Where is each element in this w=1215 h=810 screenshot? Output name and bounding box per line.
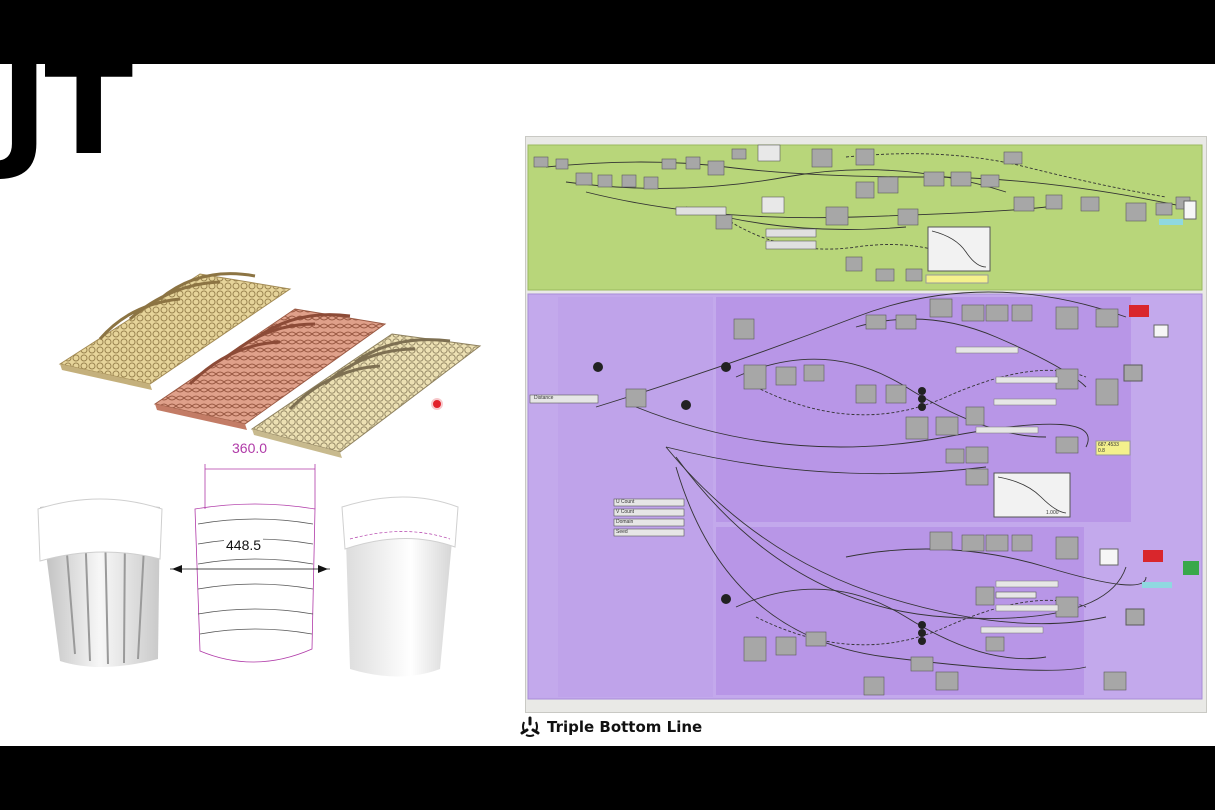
bottom-letterbox	[0, 746, 1215, 810]
green-group	[527, 144, 1203, 291]
graph-mapper-green	[927, 226, 991, 272]
slide-title-fragment: JT	[0, 64, 133, 184]
panel-render-3	[250, 333, 482, 458]
dimension-label-top: 360.0	[232, 440, 268, 456]
brand-name: Triple Bottom Line	[547, 718, 703, 736]
slider-panels	[955, 346, 1059, 634]
purple-side-strip	[558, 297, 713, 697]
ok-node	[1183, 561, 1199, 575]
toggle-nodes	[593, 362, 926, 645]
alert-node-2	[1143, 550, 1163, 562]
input-label-seed: Seed	[616, 529, 628, 535]
input-label-distance: Distance	[534, 395, 554, 401]
panel-yellow-purple	[1095, 440, 1131, 456]
grasshopper-canvas[interactable]: Distance U Count V Count Domain Seed 687…	[525, 136, 1207, 713]
lamp-shade-renders	[37, 464, 459, 677]
lamp-render-right	[341, 496, 459, 677]
output-node-purple-3	[1125, 608, 1145, 626]
node-graph[interactable]	[526, 137, 1206, 712]
input-label-vcount: V Count	[616, 509, 635, 515]
panel-teal-green	[1159, 219, 1183, 225]
input-label-ucount: U Count	[616, 499, 635, 505]
panel-render-2	[153, 308, 387, 430]
dimension-label-middle: 448.5	[224, 537, 264, 553]
woven-panels-render	[58, 272, 482, 458]
panel-teal-purple	[1142, 582, 1172, 588]
lamp-render-left	[37, 498, 163, 668]
top-letterbox	[0, 0, 1215, 64]
tbl-logo-icon	[520, 716, 540, 737]
output-node-purple-4	[1099, 548, 1119, 566]
lamp-wireframe	[170, 464, 330, 663]
graph-reading: 1.000	[1046, 510, 1059, 516]
panel-value-2: 0.8	[1098, 448, 1105, 454]
panel-render-1	[58, 272, 292, 390]
output-node-purple-1	[1153, 324, 1169, 338]
input-label-domain: Domain	[616, 519, 634, 525]
panel-yellow-green	[925, 274, 989, 284]
output-node-purple-2	[1123, 364, 1143, 382]
pointer-dot	[431, 398, 443, 410]
panel-value: 687.4533	[1098, 442, 1119, 448]
output-node-green	[1183, 200, 1197, 220]
presentation-slide: JT	[0, 64, 1215, 746]
brand-logo: Triple Bottom Line	[519, 716, 702, 738]
alert-node-1	[1129, 305, 1149, 317]
